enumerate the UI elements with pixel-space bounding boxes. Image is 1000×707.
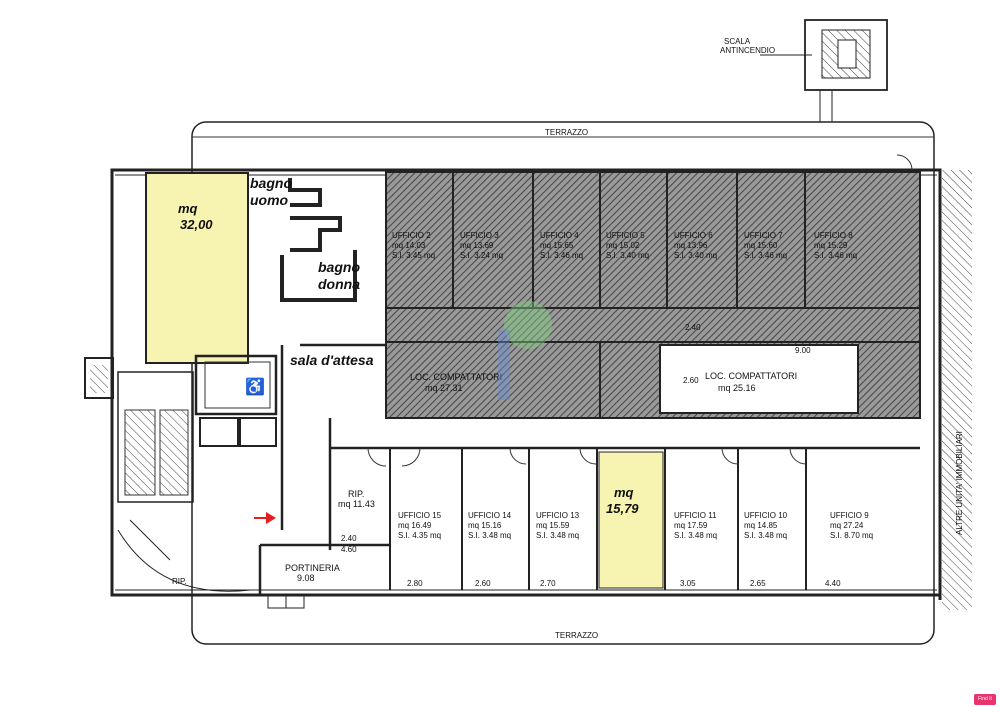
- bagno-donna-label-2: donna: [318, 276, 360, 292]
- dim-240: 2.40: [341, 534, 357, 543]
- bottom-office-r-3-mq: mq 27.24: [830, 521, 864, 530]
- bottom-office-r-3-si: S.I. 8.70 mq: [830, 531, 873, 540]
- top-office-5-si: S.I. 3.40 mq: [674, 251, 717, 260]
- top-office-3-si: S.I. 3.46 mq: [540, 251, 583, 260]
- dim-270: 2.70: [540, 579, 556, 588]
- loc-compattatori-room: [659, 344, 859, 414]
- left-mq-value: 32,00: [180, 217, 213, 232]
- top-office-4-name: UFFICIO 5: [606, 231, 645, 240]
- scala-label: SCALA: [724, 37, 751, 46]
- footer-badge[interactable]: Find It: [974, 694, 996, 705]
- top-office-2-si: S.I. 3.24 mq: [460, 251, 503, 260]
- door-arcs: [367, 154, 913, 467]
- top-office-6-mq: mq 15.60: [744, 241, 778, 250]
- main-stair: [84, 357, 251, 592]
- top-office-4-mq: mq 15.02: [606, 241, 640, 250]
- rip-1-label: RIP.: [348, 489, 364, 499]
- left-mq-label: mq: [178, 201, 198, 216]
- terrazzo-bottom-label: TERRAZZO: [555, 631, 598, 640]
- dim-460: 4.60: [341, 545, 357, 554]
- location-marker-stem: [498, 330, 510, 400]
- corridor-walls: [258, 343, 920, 595]
- bottom-office-2-mq: mq 15.16: [468, 521, 502, 530]
- bottom-office-r-2-si: S.I. 3.48 mq: [744, 531, 787, 540]
- bottom-office-r-2-name: UFFICIO 10: [744, 511, 788, 520]
- bottom-office-2-si: S.I. 3.48 mq: [468, 531, 511, 540]
- highlight-center-office: [598, 451, 664, 589]
- loc-compattatori-2-mq: mq 27.31: [425, 383, 463, 393]
- bottom-office-r-1-mq: mq 17.59: [674, 521, 708, 530]
- other-units-strip: [942, 170, 972, 610]
- bottom-office-1-mq: mq 16.49: [398, 521, 432, 530]
- top-office-7-mq: mq 15.29: [814, 241, 848, 250]
- top-office-7-name: UFFICIO 8: [814, 231, 853, 240]
- sala-attesa-label: sala d'attesa: [290, 352, 374, 368]
- bottom-office-2-name: UFFICIO 14: [468, 511, 512, 520]
- terrazzo-top-label: TERRAZZO: [545, 128, 588, 137]
- bottom-office-1-name: UFFICIO 15: [398, 511, 442, 520]
- top-office-1-si: S.I. 3.45 mq: [392, 251, 435, 260]
- loc-compattatori-2-label: LOC. COMPATTATORI: [410, 372, 502, 382]
- top-office-1-name: UFFICIO 2: [392, 231, 431, 240]
- dim-305: 3.05: [680, 579, 696, 588]
- center-mq-label: mq: [614, 485, 634, 500]
- portineria-mq: 9.08: [297, 573, 315, 583]
- red-arrow-icon: [254, 512, 276, 524]
- top-office-3-name: UFFICIO 4: [540, 231, 579, 240]
- location-marker: [504, 301, 552, 349]
- dim-280: 2.80: [407, 579, 423, 588]
- top-office-7-si: S.I. 3.46 mq: [814, 251, 857, 260]
- rip-2-label: RIP.: [172, 577, 187, 586]
- bottom-office-3-si: S.I. 3.48 mq: [536, 531, 579, 540]
- entrance-door: [267, 595, 305, 609]
- highlight-left-area: [145, 172, 249, 364]
- portineria-label: PORTINERIA: [285, 563, 340, 573]
- top-office-2-name: UFFICIO 3: [460, 231, 499, 240]
- top-office-2-mq: mq 13.69: [460, 241, 494, 250]
- center-mq-value: 15,79: [606, 501, 639, 516]
- bagno-uomo-label-2: uomo: [250, 192, 289, 208]
- fire-escape-stair: [760, 19, 888, 122]
- antincendio-label: ANTINCENDIO: [720, 46, 775, 55]
- bagno-uomo-label-1: bagno: [250, 175, 292, 191]
- dim-440: 4.40: [825, 579, 841, 588]
- top-office-dividers: [386, 172, 920, 418]
- loc-compattatori-1-label: LOC. COMPATTATORI: [705, 371, 797, 381]
- top-office-4-si: S.I. 3.40 mq: [606, 251, 649, 260]
- rip-1-mq: mq 11.43: [338, 499, 375, 509]
- dim-900: 9.00: [795, 346, 811, 355]
- bottom-office-r-2-mq: mq 14.85: [744, 521, 778, 530]
- top-office-5-mq: mq 13.96: [674, 241, 708, 250]
- dim-260b: 2.60: [683, 376, 699, 385]
- dim-240b: 2.40: [685, 323, 701, 332]
- top-office-6-si: S.I. 3.46 mq: [744, 251, 787, 260]
- bathroom-walls: [280, 178, 357, 302]
- top-office-5-name: UFFICIO 6: [674, 231, 713, 240]
- terrace-outline: [191, 121, 935, 645]
- bottom-office-r-1-name: UFFICIO 11: [674, 511, 717, 520]
- dim-260: 2.60: [475, 579, 491, 588]
- bottom-office-1-si: S.I. 4.35 mq: [398, 531, 441, 540]
- bottom-office-3-mq: mq 15.59: [536, 521, 570, 530]
- elevator-block: ♿: [194, 354, 278, 447]
- svg-text:♿: ♿: [245, 377, 265, 396]
- bottom-office-3-name: UFFICIO 13: [536, 511, 580, 520]
- top-office-1-mq: mq 14.03: [392, 241, 426, 250]
- bottom-office-r-3-name: UFFICIO 9: [830, 511, 869, 520]
- altre-unita-label: ALTRE UNITA' IMMOBILIARI: [955, 431, 964, 535]
- loc-compattatori-1-mq: mq 25.16: [718, 383, 756, 393]
- bottom-office-dividers: [389, 448, 807, 590]
- top-office-6-name: UFFICIO 7: [744, 231, 783, 240]
- bottom-office-r-1-si: S.I. 3.48 mq: [674, 531, 717, 540]
- dim-265: 2.65: [750, 579, 766, 588]
- bagno-donna-label-1: bagno: [318, 259, 360, 275]
- top-office-3-mq: mq 15.65: [540, 241, 574, 250]
